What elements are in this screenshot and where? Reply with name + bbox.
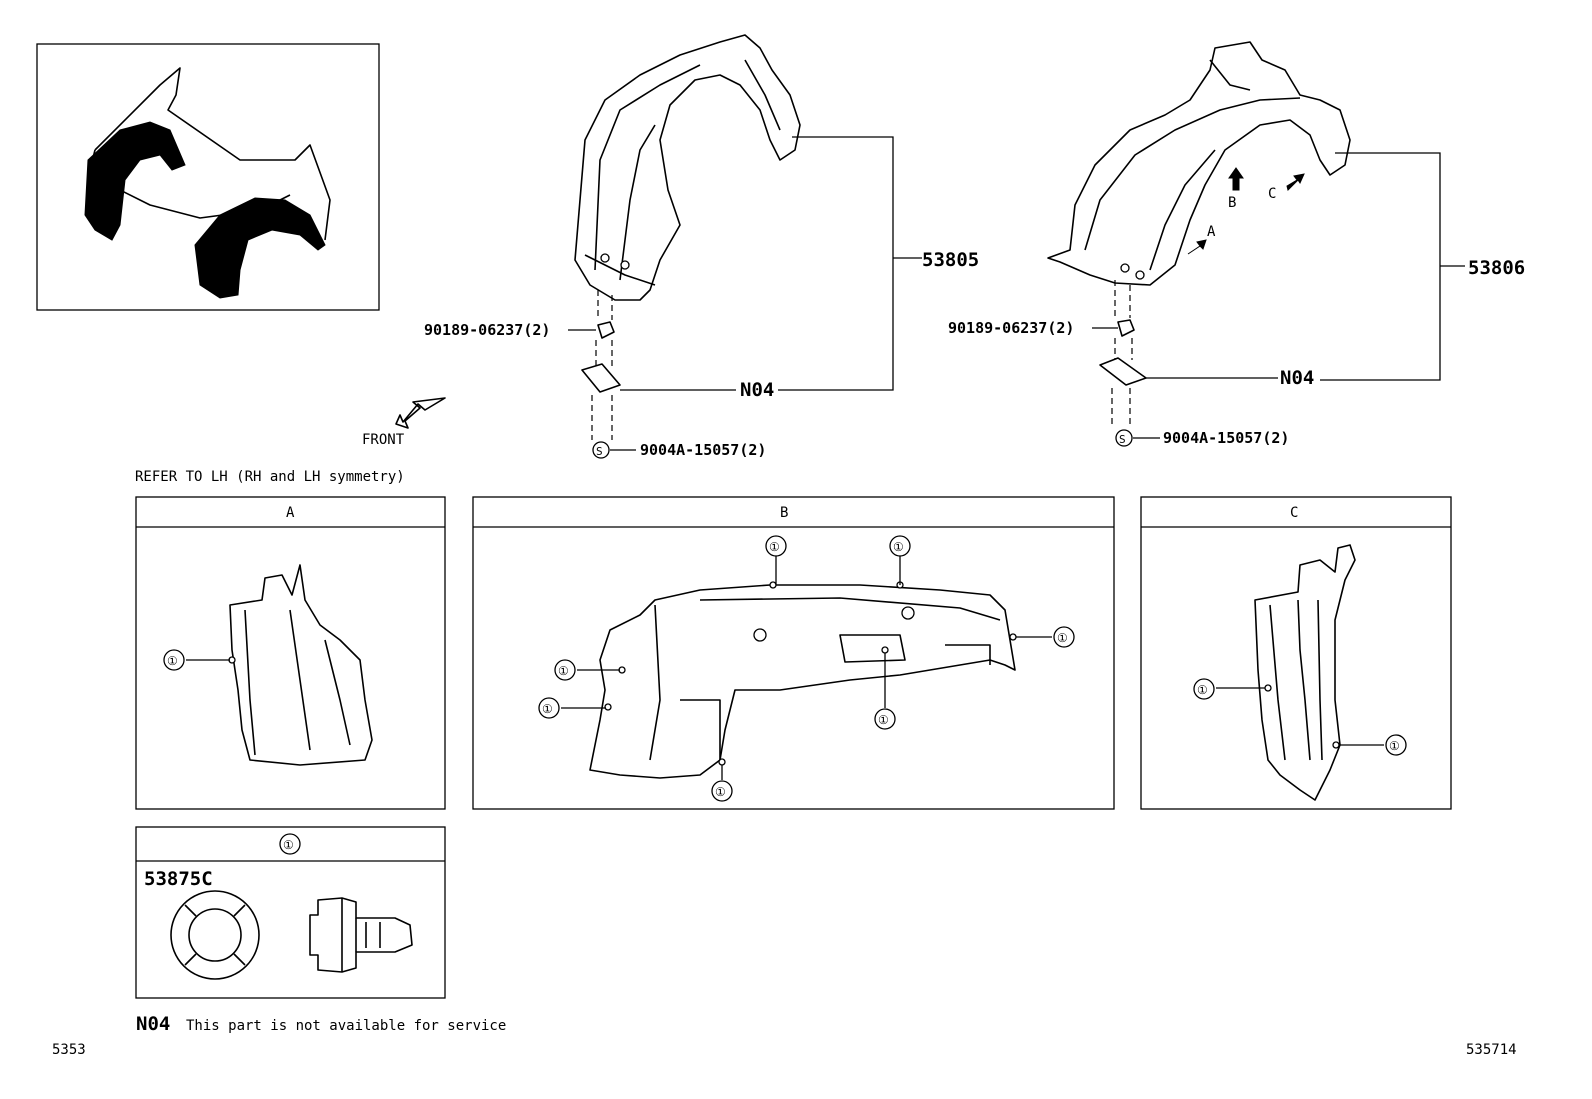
panel-c-title: C <box>1290 505 1298 521</box>
svg-text:①: ① <box>715 785 726 799</box>
svg-text:①: ① <box>542 702 553 716</box>
svg-text:①: ① <box>1057 631 1068 645</box>
panel-b-title: B <box>780 505 788 521</box>
arrow-b-label: B <box>1228 195 1236 211</box>
svg-text:S: S <box>596 445 603 458</box>
left-liner-silhouette <box>84 121 186 241</box>
arrow-a-icon <box>1187 239 1207 255</box>
panel-b-marker-7 <box>711 780 733 802</box>
overview-thumbnail <box>36 43 380 311</box>
rh-part-number: 53806 <box>1468 257 1525 279</box>
rh-screw-number: 9004A-15057(2) <box>1163 429 1289 447</box>
rh-fender-liner <box>1047 41 1351 286</box>
panel-b-marker-1 <box>765 535 787 557</box>
clip-panel-title: ① <box>283 838 294 852</box>
rh-screw-symbol <box>1115 429 1133 447</box>
panel-b-marker-4 <box>554 659 576 681</box>
clip-part-number: 53875C <box>144 868 213 890</box>
panel-a-title: A <box>286 505 295 521</box>
refer-note: REFER TO LH (RH and LH symmetry) <box>135 469 405 485</box>
svg-text:①: ① <box>893 540 904 554</box>
rh-n04-seal <box>1099 357 1147 386</box>
panel-c-marker-2 <box>1385 734 1407 756</box>
svg-text:①: ① <box>878 713 889 727</box>
lh-clip-number: 90189-06237(2) <box>424 321 550 339</box>
svg-text:①: ① <box>1197 683 1208 697</box>
arrow-c-icon <box>1286 173 1305 191</box>
rh-clip-shape <box>1117 319 1135 337</box>
arrow-c-label: C <box>1268 186 1276 202</box>
lh-n04-seal <box>581 363 621 393</box>
svg-text:①: ① <box>1389 739 1400 753</box>
panel-c-marker-1 <box>1193 678 1215 700</box>
detail-panel-c: C ① ① <box>1140 496 1452 810</box>
detail-panel-b: B ① ① ① ① ① ① ① <box>472 496 1115 810</box>
panel-b-marker-5 <box>538 697 560 719</box>
panel-b-marker-3 <box>1053 626 1075 648</box>
svg-text:①: ① <box>769 540 780 554</box>
rh-n04-label: N04 <box>1280 367 1314 389</box>
lh-part-number: 53805 <box>922 249 979 271</box>
arrow-a-label: A <box>1207 224 1216 240</box>
panel-b-marker-2 <box>889 535 911 557</box>
svg-text:S: S <box>1119 433 1126 446</box>
footnote-text: This part is not available for service <box>186 1018 506 1034</box>
page-code-right: 535714 <box>1466 1042 1517 1058</box>
panel-b-marker-6 <box>874 708 896 730</box>
detail-panel-a: A ① <box>135 496 446 810</box>
front-arrow: FRONT <box>362 397 446 448</box>
page-code-left: 5353 <box>52 1042 86 1058</box>
lh-screw-number: 9004A-15057(2) <box>640 441 766 459</box>
lh-screw-symbol <box>592 441 610 459</box>
lh-clip-shape <box>597 321 615 339</box>
clip-detail-panel: ① 53875C <box>135 826 446 999</box>
lh-n04-label: N04 <box>740 379 774 401</box>
rh-clip-number: 90189-06237(2) <box>948 319 1074 337</box>
lh-fender-liner <box>574 34 801 301</box>
svg-text:①: ① <box>167 654 178 668</box>
svg-text:①: ① <box>558 664 569 678</box>
arrow-b-icon <box>1228 167 1244 191</box>
right-liner-silhouette <box>194 197 326 299</box>
panel-a-marker <box>163 649 185 671</box>
footnote-code: N04 <box>136 1013 170 1035</box>
front-label: FRONT <box>362 432 405 448</box>
